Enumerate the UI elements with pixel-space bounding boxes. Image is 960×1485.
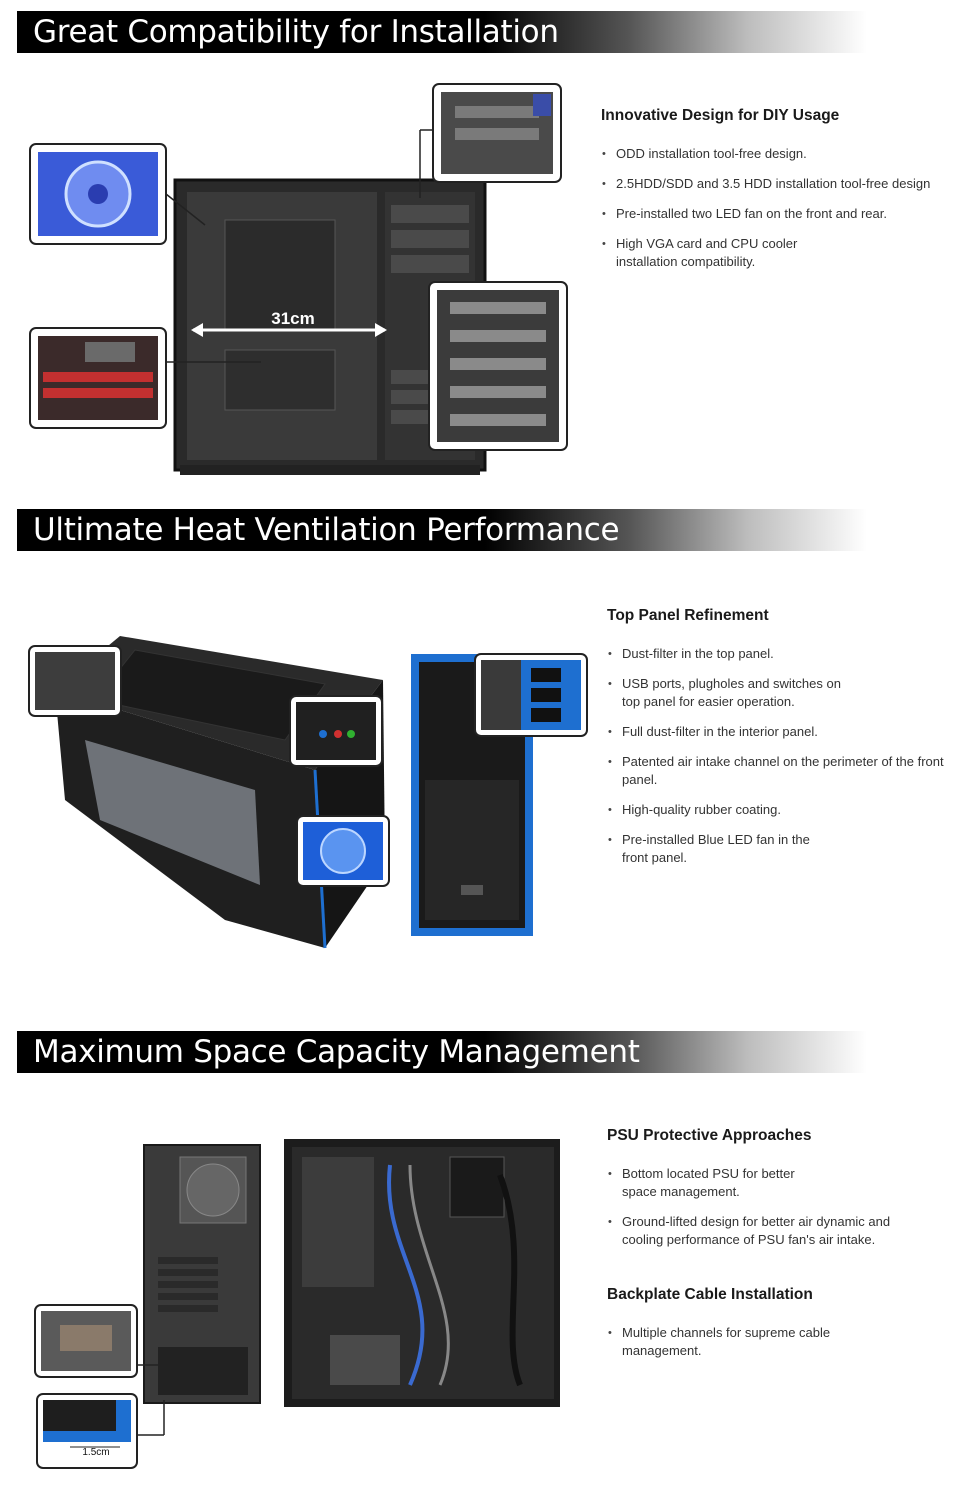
feature-item: ODD installation tool-free design. [601, 145, 931, 163]
psu-cable-illustration: 1.5cm [34, 1139, 560, 1469]
section-banner: Great Compatibility for Installation [17, 11, 867, 53]
feature-list: Dust-filter in the top panel. USB ports,… [607, 645, 947, 867]
feature-heading: Innovative Design for DIY Usage [601, 107, 840, 124]
feature-item: High-quality rubber coating. [607, 801, 947, 819]
case-exterior-illustration [28, 636, 588, 949]
feature-list: Multiple channels for supreme cable mana… [607, 1324, 927, 1360]
feature-block: Innovative Design for DIY Usage ODD inst… [601, 107, 931, 283]
feature-item: 2.5HDD/SDD and 3.5 HDD installation tool… [601, 175, 931, 193]
feature-block: PSU Protective Approaches Bottom located… [607, 1127, 927, 1261]
feature-heading: Backplate Cable Installation [607, 1286, 813, 1303]
section-title: Ultimate Heat Ventilation Performance [33, 512, 620, 548]
feature-list: ODD installation tool-free design. 2.5HD… [601, 145, 931, 271]
measure-label: 1.5cm [82, 1447, 109, 1458]
feature-item: Pre-installed two LED fan on the front a… [601, 205, 931, 223]
section-banner: Maximum Space Capacity Management [17, 1031, 867, 1073]
feature-block: Backplate Cable Installation Multiple ch… [607, 1286, 927, 1372]
feature-item: High VGA card and CPU cooler installatio… [601, 235, 826, 271]
feature-heading: Top Panel Refinement [607, 607, 769, 624]
feature-item: Dust-filter in the top panel. [607, 645, 947, 663]
feature-block: Top Panel Refinement Dust-filter in the … [607, 607, 947, 879]
feature-item: Pre-installed Blue LED fan in the front … [607, 831, 832, 867]
feature-heading: PSU Protective Approaches [607, 1127, 812, 1144]
feature-list: Bottom located PSU for better space mana… [607, 1165, 927, 1249]
feature-item: Patented air intake channel on the perim… [607, 753, 947, 789]
feature-item: USB ports, plugholes and switches on top… [607, 675, 847, 711]
feature-item: Full dust-filter in the interior panel. [607, 723, 947, 741]
section-banner: Ultimate Heat Ventilation Performance [17, 509, 867, 551]
feature-item: Ground-lifted design for better air dyna… [607, 1213, 922, 1249]
case-interior-illustration: 31cm [29, 83, 568, 475]
feature-item: Multiple channels for supreme cable mana… [607, 1324, 852, 1360]
section-title: Maximum Space Capacity Management [33, 1034, 640, 1070]
feature-item: Bottom located PSU for better space mana… [607, 1165, 822, 1201]
section-title: Great Compatibility for Installation [33, 14, 559, 50]
measure-label: 31cm [271, 309, 314, 328]
